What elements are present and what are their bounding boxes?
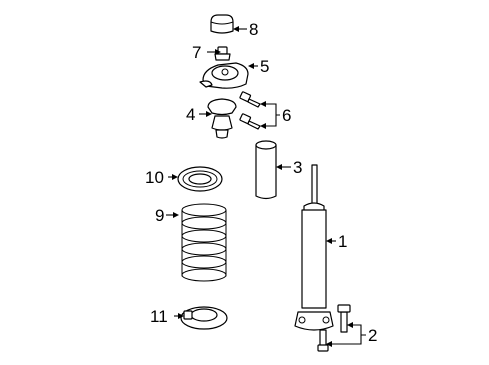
leader-lines [166, 26, 366, 347]
part-10-spring-insulator [177, 166, 223, 192]
callout-6: 6 [282, 106, 291, 125]
part-2-bolts [317, 304, 351, 352]
part-6-bolts [239, 91, 261, 130]
part-3-dust-boot [255, 140, 277, 200]
callout-4: 4 [186, 105, 195, 124]
callout-1: 1 [338, 232, 347, 251]
part-11-lower-seat [180, 306, 228, 330]
part-8-bump-cap [210, 14, 234, 34]
callout-3: 3 [293, 158, 302, 177]
callout-5: 5 [260, 57, 269, 76]
callout-2: 2 [368, 326, 377, 345]
callout-11: 11 [150, 307, 168, 326]
callout-labels: 8 7 5 4 6 3 10 9 1 11 2 [145, 20, 377, 345]
callout-10: 10 [145, 168, 164, 187]
callout-9: 9 [155, 206, 164, 225]
part-5-upper-mount [199, 62, 249, 89]
callout-7: 7 [192, 43, 201, 62]
callout-8: 8 [249, 20, 258, 39]
part-9-coil-spring [181, 203, 227, 282]
part-1-shock-absorber [294, 164, 334, 331]
part-4-bumper-assembly [207, 98, 237, 139]
